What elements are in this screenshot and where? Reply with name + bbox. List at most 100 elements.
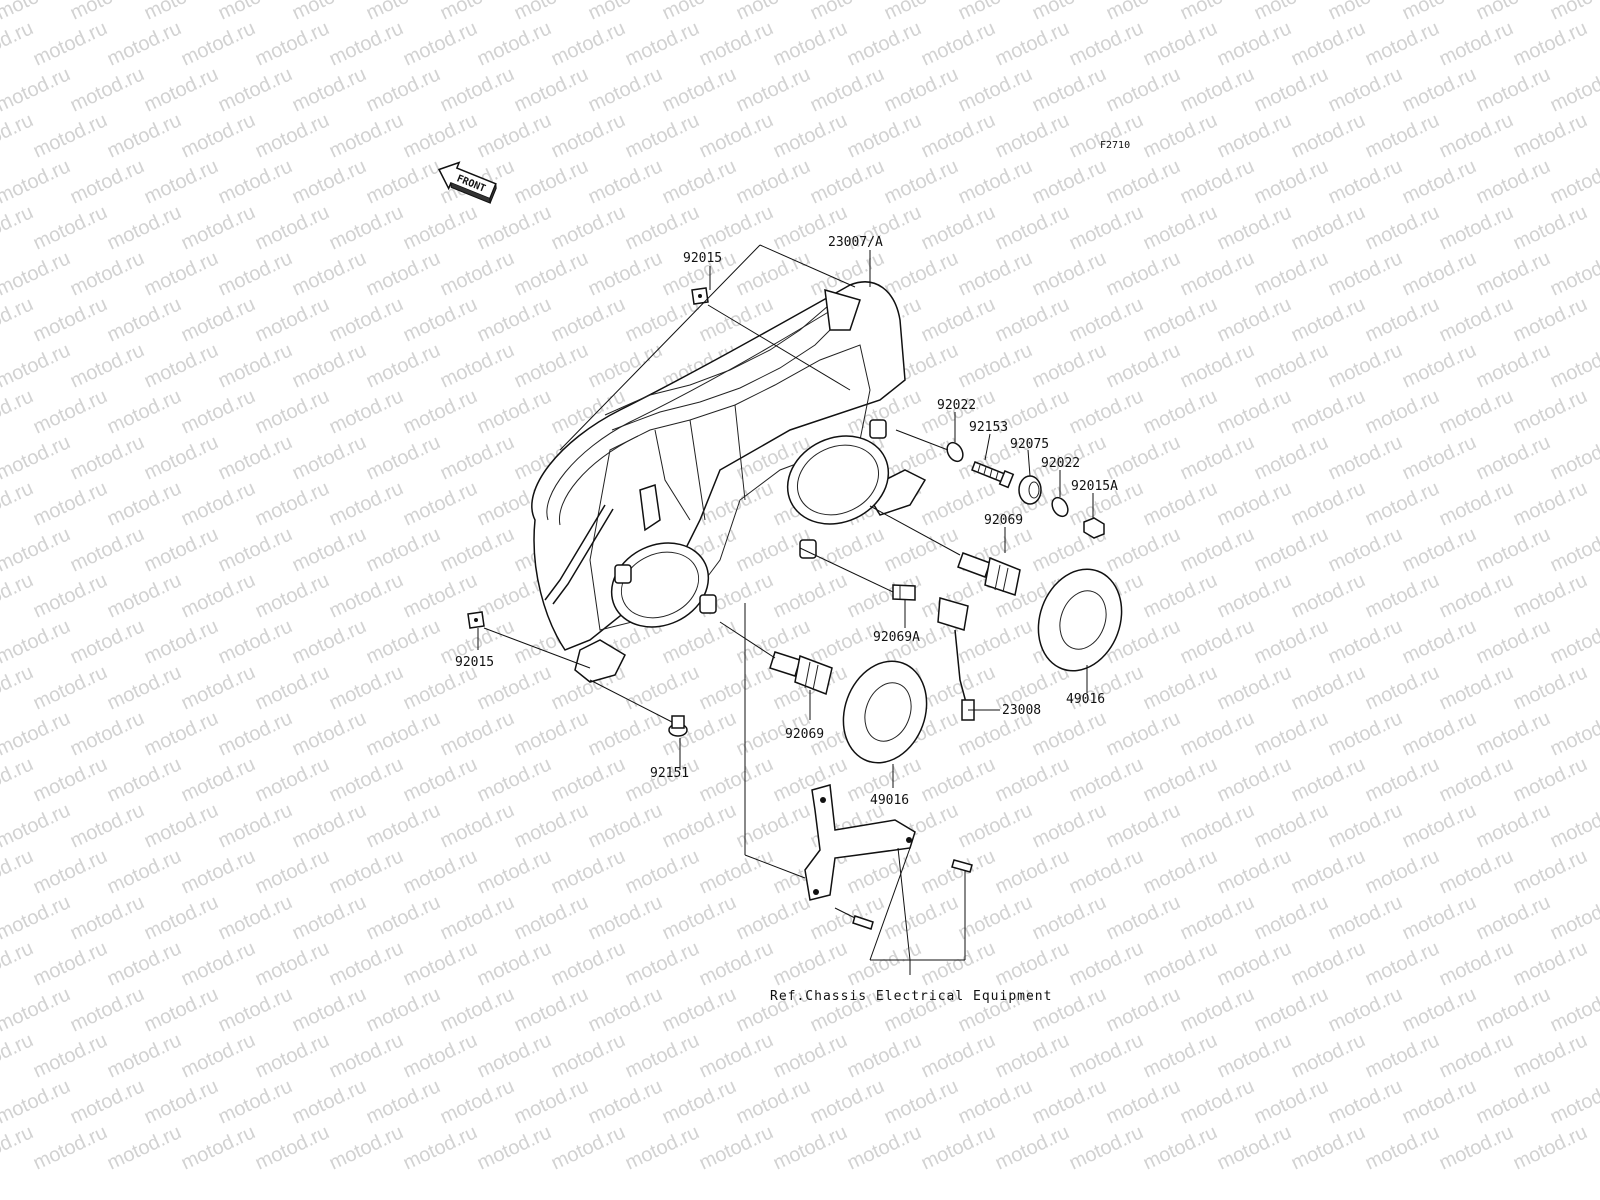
watermark-text: motod.ru [585, 1075, 666, 1128]
watermark-text: motod.ru [1362, 293, 1443, 346]
watermark-text: motod.ru [770, 1121, 851, 1174]
watermark-text: motod.ru [437, 983, 518, 1036]
watermark-text: motod.ru [1547, 707, 1600, 760]
watermark-text: motod.ru [622, 937, 703, 990]
watermark-text: motod.ru [955, 615, 1036, 668]
watermark-text: motod.ru [141, 0, 222, 25]
watermark-text: motod.ru [622, 293, 703, 346]
watermark-text: motod.ru [1251, 339, 1332, 392]
watermark-text: motod.ru [1251, 523, 1332, 576]
watermark-text: motod.ru [0, 17, 37, 70]
watermark-text: motod.ru [1140, 937, 1221, 990]
watermark-text: motod.ru [955, 63, 1036, 116]
watermark-text: motod.ru [1436, 17, 1517, 70]
watermark-text: motod.ru [1251, 247, 1332, 300]
watermark-text: motod.ru [141, 891, 222, 944]
watermark-text: motod.ru [1288, 661, 1369, 714]
watermark-text: motod.ru [881, 0, 962, 25]
watermark-text: motod.ru [1325, 523, 1406, 576]
watermark-text: motod.ru [1547, 247, 1600, 300]
watermark-text: motod.ru [0, 569, 37, 622]
watermark-text: motod.ru [1066, 1121, 1147, 1174]
watermark-text: motod.ru [1103, 247, 1184, 300]
watermark-text: motod.ru [511, 155, 592, 208]
watermark-text: motod.ru [1473, 155, 1554, 208]
watermark-text: motod.ru [511, 247, 592, 300]
watermark-text: motod.ru [326, 1121, 407, 1174]
watermark-text: motod.ru [0, 615, 74, 668]
watermark-text: motod.ru [881, 247, 962, 300]
watermark-text: motod.ru [585, 983, 666, 1036]
reference-note: Ref.Chassis Electrical Equipment [770, 989, 1052, 1004]
watermark-text: motod.ru [215, 63, 296, 116]
watermark-text: motod.ru [104, 109, 185, 162]
watermark-text: motod.ru [178, 17, 259, 70]
watermark-text: motod.ru [1325, 63, 1406, 116]
watermark-text: motod.ru [326, 569, 407, 622]
watermark-text: motod.ru [141, 523, 222, 576]
watermark-text: motod.ru [992, 293, 1073, 346]
watermark-text: motod.ru [696, 661, 777, 714]
watermark-text: motod.ru [363, 615, 444, 668]
watermark-text: motod.ru [326, 845, 407, 898]
watermark-text: motod.ru [252, 109, 333, 162]
watermark-text: motod.ru [992, 845, 1073, 898]
watermark-text: motod.ru [104, 385, 185, 438]
label-socket-harness: 23008 [1002, 703, 1041, 718]
watermark-text: motod.ru [437, 1075, 518, 1128]
watermark-text: motod.ru [696, 845, 777, 898]
watermark-text: motod.ru [326, 1029, 407, 1082]
watermark-text: motod.ru [0, 155, 74, 208]
watermark-text: motod.ru [1436, 753, 1517, 806]
watermark-text: motod.ru [400, 17, 481, 70]
watermark-text: motod.ru [0, 109, 37, 162]
watermark-text: motod.ru [622, 661, 703, 714]
watermark-text: motod.ru [548, 1029, 629, 1082]
watermark-text: motod.ru [733, 63, 814, 116]
watermark-text: motod.ru [1177, 155, 1258, 208]
adjust-bolt-part [971, 461, 1015, 489]
watermark-text: motod.ru [289, 983, 370, 1036]
watermark-text: motod.ru [548, 1121, 629, 1174]
watermark-text: motod.ru [67, 523, 148, 576]
watermark-text: motod.ru [1288, 753, 1369, 806]
watermark-text: motod.ru [1399, 155, 1480, 208]
watermark-text: motod.ru [659, 0, 740, 25]
watermark-text: motod.ru [770, 17, 851, 70]
watermark-text: motod.ru [363, 155, 444, 208]
watermark-text: motod.ru [0, 937, 37, 990]
watermark-text: motod.ru [807, 891, 888, 944]
watermark-text: motod.ru [585, 891, 666, 944]
clip-left-part [467, 611, 485, 629]
watermark-text: motod.ru [1325, 0, 1406, 25]
watermark-text: motod.ru [844, 1029, 925, 1082]
watermark-text: motod.ru [289, 431, 370, 484]
watermark-text: motod.ru [215, 983, 296, 1036]
watermark-text: motod.ru [918, 17, 999, 70]
watermark-text: motod.ru [252, 753, 333, 806]
watermark-text: motod.ru [1140, 201, 1221, 254]
watermark-text: motod.ru [30, 937, 111, 990]
watermark-text: motod.ru [104, 17, 185, 70]
watermark-text: motod.ru [1510, 293, 1591, 346]
watermark-text: motod.ru [1103, 983, 1184, 1036]
watermark-text: motod.ru [1214, 293, 1295, 346]
watermark-text: motod.ru [622, 201, 703, 254]
watermark-text: motod.ru [511, 1075, 592, 1128]
watermark-text: motod.ru [585, 155, 666, 208]
watermark-text: motod.ru [1177, 615, 1258, 668]
watermark-text: motod.ru [1399, 523, 1480, 576]
watermark-text: motod.ru [0, 293, 37, 346]
watermark-text: motod.ru [992, 17, 1073, 70]
watermark-text: motod.ru [141, 247, 222, 300]
watermark-text: motod.ru [30, 1029, 111, 1082]
watermark-text: motod.ru [1251, 431, 1332, 484]
watermark-text: motod.ru [659, 1075, 740, 1128]
watermark-text: motod.ru [1510, 109, 1591, 162]
watermark-text: motod.ru [474, 753, 555, 806]
watermark-text: motod.ru [326, 477, 407, 530]
watermark-text: motod.ru [1214, 1029, 1295, 1082]
watermark-text: motod.ru [992, 201, 1073, 254]
watermark-text: motod.ru [437, 0, 518, 25]
watermark-text: motod.ru [1399, 247, 1480, 300]
